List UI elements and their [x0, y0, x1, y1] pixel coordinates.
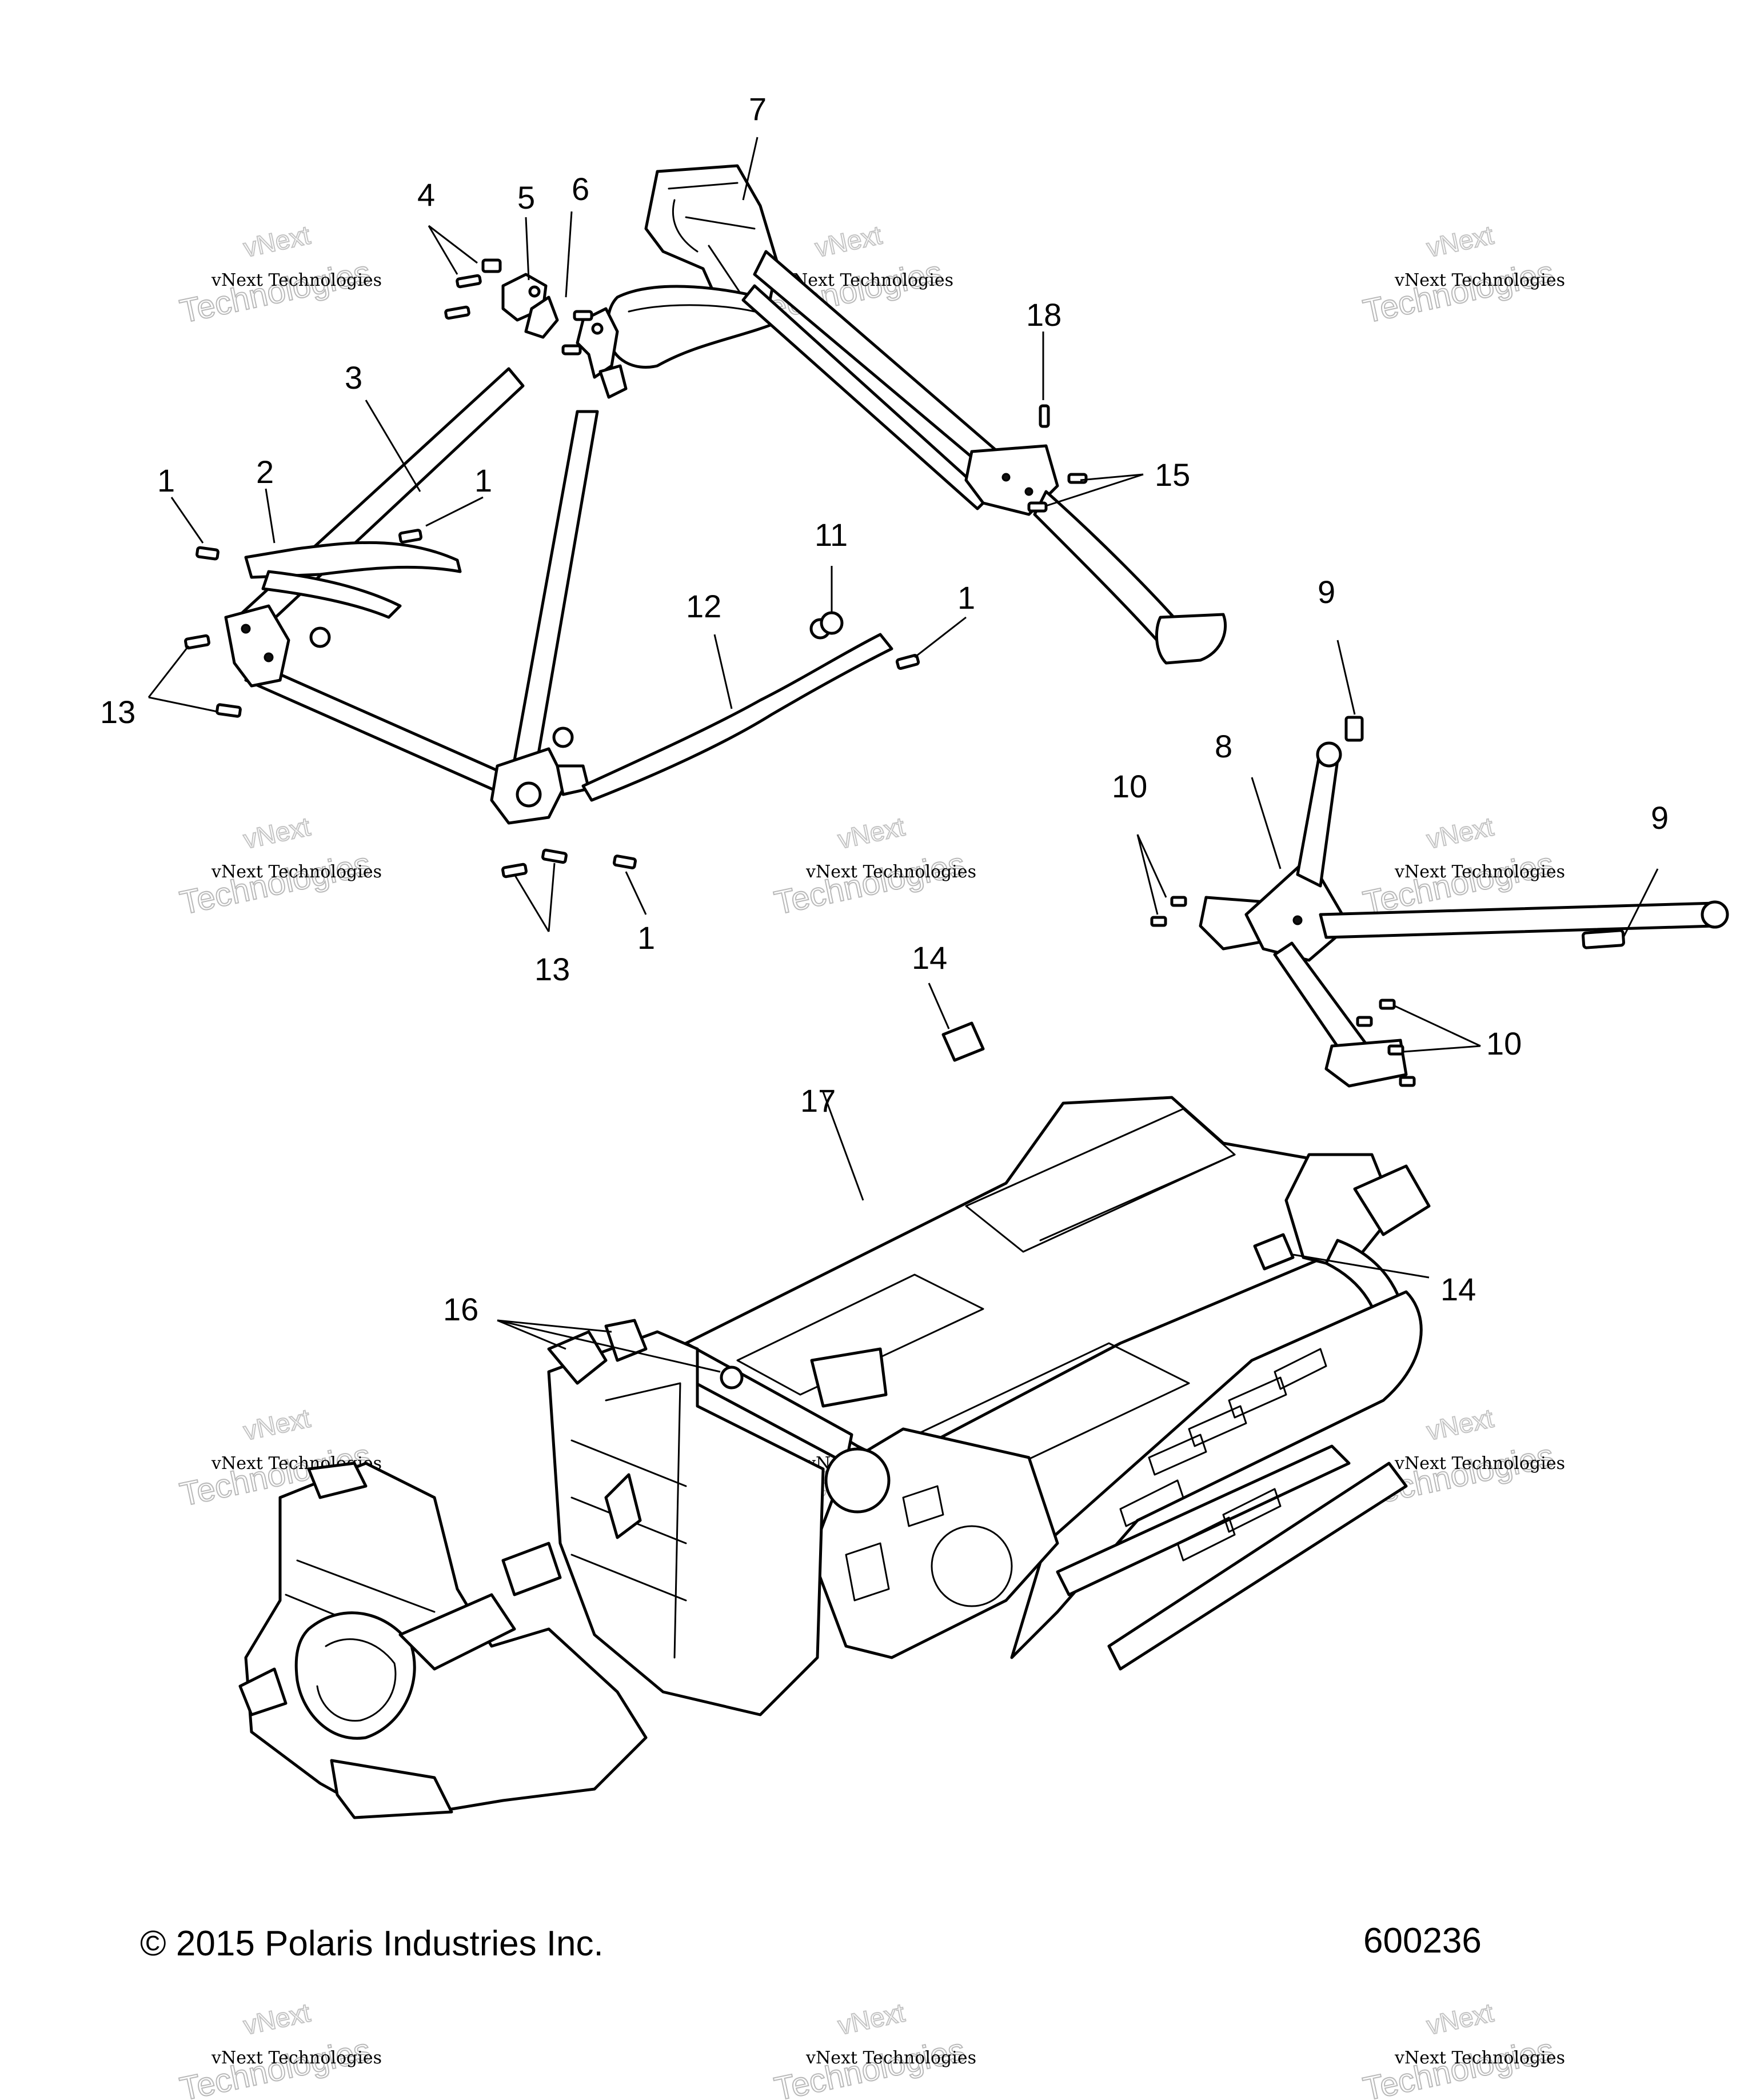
svg-text:vNext Technologies: vNext Technologies: [1394, 270, 1565, 290]
svg-text:Technologies: Technologies: [1360, 254, 1557, 330]
svg-text:Technologies: Technologies: [177, 845, 374, 922]
svg-text:vNext Technologies: vNext Technologies: [211, 270, 382, 290]
svg-text:vNext: vNext: [812, 219, 884, 262]
watermark: vNext Technologies vNext Technologies: [1359, 811, 1565, 922]
watermark: vNext Technologies vNext Technologies: [176, 1997, 382, 2100]
svg-text:vNext: vNext: [241, 1403, 313, 1446]
part-9-bolts: [1344, 716, 1625, 949]
callout-15: 15: [1155, 457, 1190, 493]
callout-6: 6: [572, 171, 589, 207]
callout-16: 16: [443, 1291, 478, 1327]
part-11-nut: [820, 611, 844, 635]
svg-text:vNext Technologies: vNext Technologies: [805, 862, 976, 882]
callout-1: 1: [637, 920, 655, 956]
part-10-bolts: [1150, 896, 1416, 1087]
svg-text:vNext: vNext: [241, 219, 313, 262]
copyright-notice: © 2015 Polaris Industries Inc.: [140, 1924, 604, 1963]
watermark: vNext Technologies vNext Technologies: [1359, 1997, 1565, 2100]
callout-12: 12: [686, 588, 721, 624]
svg-text:Technologies: Technologies: [771, 845, 968, 922]
svg-text:vNext Technologies: vNext Technologies: [805, 2048, 976, 2068]
svg-text:vNext: vNext: [835, 811, 907, 854]
part-1-bolts: [195, 529, 920, 869]
callout-1: 1: [957, 580, 975, 616]
part-8-brace: [1199, 741, 1729, 1088]
callout-4: 4: [417, 177, 435, 213]
part-14-bumpers: [941, 1021, 1295, 1271]
callout-10: 10: [1112, 768, 1147, 804]
callout-11: 11: [815, 517, 848, 553]
part-18-bolt: [1039, 404, 1050, 428]
callout-13: 13: [534, 951, 570, 987]
callout-5: 5: [517, 179, 535, 215]
callout-14: 14: [912, 940, 947, 976]
watermark: vNext Technologies vNext Technologies: [176, 811, 382, 922]
svg-text:vNext: vNext: [1424, 1997, 1496, 2040]
callout-7: 7: [749, 91, 767, 127]
part-17-chassis: [238, 1096, 1431, 1819]
part-12-link-bar: [581, 618, 893, 802]
svg-text:vNext Technologies: vNext Technologies: [211, 2048, 382, 2068]
watermark: vNext Technologies vNext Technologies: [771, 811, 976, 922]
watermark: vNext Technologies vNext Technologies: [176, 219, 382, 330]
parts-5-6-brackets: [501, 273, 628, 399]
callout-13: 13: [100, 694, 135, 730]
watermark: vNext Technologies vNext Technologies: [771, 1997, 976, 2100]
callout-1: 1: [157, 462, 175, 498]
svg-text:vNext: vNext: [1424, 811, 1496, 854]
part-4-bolts: [444, 258, 593, 356]
figure-number: 600236: [1363, 1921, 1482, 1961]
callout-18: 18: [1026, 297, 1061, 333]
parts-2-3-brace-assembly: [224, 367, 599, 825]
callout-2: 2: [256, 454, 274, 490]
callout-9: 9: [1318, 574, 1335, 610]
callout-14: 14: [1440, 1271, 1476, 1307]
svg-text:vNext Technologies: vNext Technologies: [1394, 1454, 1565, 1474]
svg-text:vNext Technologies: vNext Technologies: [211, 862, 382, 882]
svg-text:vNext Technologies: vNext Technologies: [1394, 2048, 1565, 2068]
part-7-steering-support: [606, 164, 1227, 665]
svg-text:vNext Technologies: vNext Technologies: [783, 270, 953, 290]
svg-text:vNext: vNext: [241, 1997, 313, 2040]
callout-9: 9: [1651, 800, 1669, 836]
callout-10: 10: [1486, 1025, 1522, 1061]
svg-text:vNext Technologies: vNext Technologies: [1394, 862, 1565, 882]
callout-8: 8: [1215, 728, 1232, 764]
svg-text:vNext: vNext: [1424, 219, 1496, 262]
svg-text:vNext: vNext: [241, 811, 313, 854]
svg-text:vNext: vNext: [1424, 1403, 1496, 1446]
callout-1: 1: [474, 462, 492, 498]
callout-17: 17: [800, 1083, 836, 1119]
callouts: 1 1 1 1 2 3 4 5 6 7 8 9 9 10 10 11 12 13…: [100, 91, 1669, 1327]
leader-lines: [147, 137, 1659, 1373]
svg-text:vNext: vNext: [835, 1997, 907, 2040]
watermark: vNext Technologies vNext Technologies: [1359, 219, 1565, 330]
callout-3: 3: [345, 360, 362, 396]
svg-text:Technologies: Technologies: [177, 254, 374, 330]
